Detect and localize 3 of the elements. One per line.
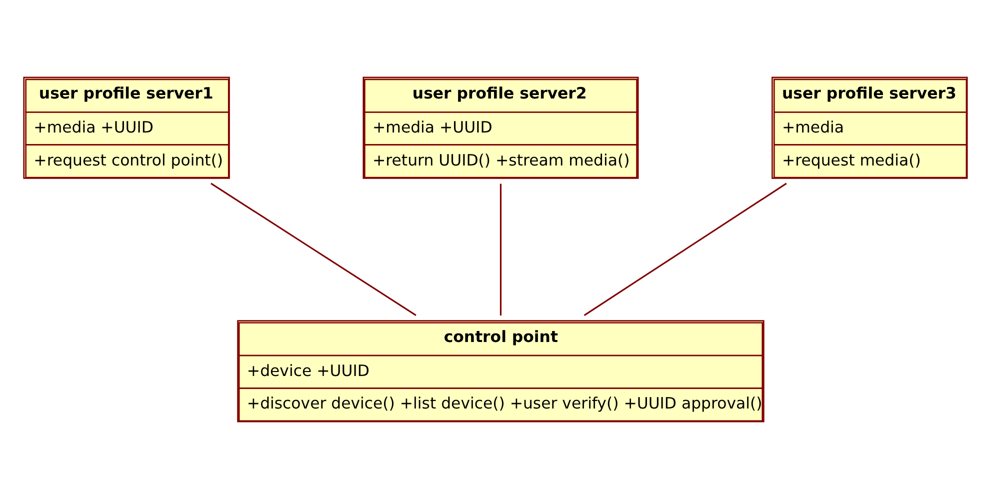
connector	[500, 184, 502, 316]
connector	[584, 182, 787, 316]
connector	[210, 182, 416, 316]
